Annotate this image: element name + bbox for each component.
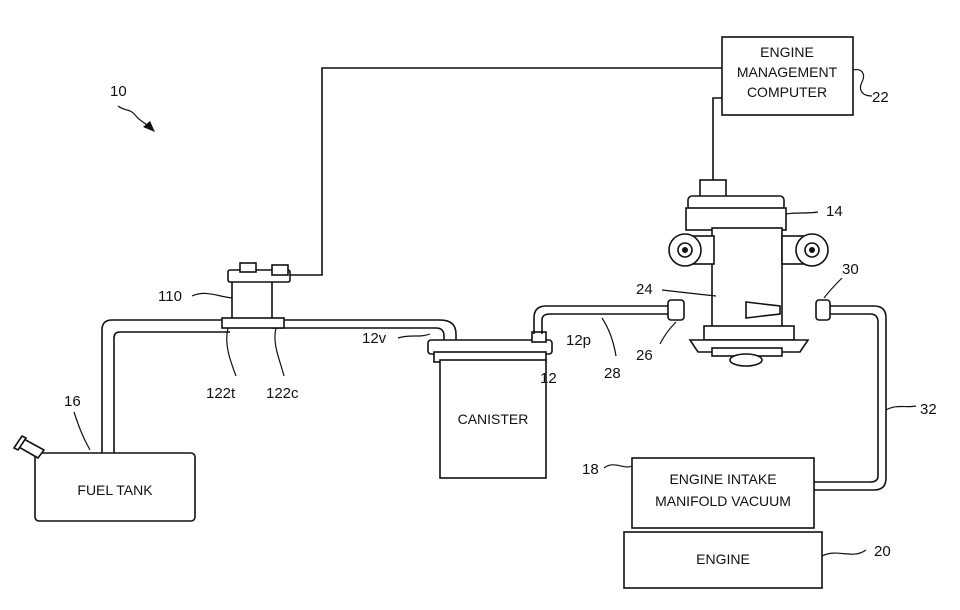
ref-26: 26	[636, 347, 653, 364]
canister-box	[439, 359, 547, 479]
ref-122c-leader	[274, 327, 285, 377]
purge-inlet-fitting	[667, 299, 685, 321]
emc-label-line2: MANAGEMENT	[737, 64, 838, 80]
canister-cap	[427, 339, 553, 363]
fuel-filler-neck	[12, 434, 46, 460]
ref-26-leader	[659, 321, 677, 345]
fuel-tank-box	[34, 452, 196, 522]
tank-isolation-valve	[221, 262, 291, 329]
intake-label-line1: ENGINE INTAKE	[669, 471, 776, 487]
ref-122t-leader	[226, 327, 237, 377]
outlet-to-manifold-tube-inner	[814, 313, 879, 483]
ref-20: 20	[874, 543, 891, 560]
tank-to-valve-tube-inner	[113, 331, 230, 453]
ref-18: 18	[582, 461, 599, 478]
purge-port	[531, 331, 547, 343]
canister-to-purge-tube-inner	[541, 313, 672, 334]
purge-outlet-fitting	[815, 299, 831, 321]
ref-14: 14	[826, 203, 843, 220]
ref-12p: 12p	[566, 332, 591, 349]
engine-box	[623, 531, 823, 589]
ref-32: 32	[920, 401, 937, 418]
ref-110: 110	[158, 288, 182, 305]
valve-to-canister-tube	[272, 319, 457, 340]
canister-to-purge-tube	[533, 305, 672, 334]
ref-24: 24	[636, 281, 653, 298]
engine-management-computer-box	[721, 36, 854, 116]
ref-16: 16	[64, 393, 81, 410]
figure-ref-arrowhead	[143, 121, 155, 132]
ref-18-leader	[603, 464, 633, 469]
ref-14-leader	[785, 211, 819, 215]
ref-20-leader	[821, 549, 867, 557]
ref-110-leader	[191, 292, 233, 299]
ref-12v: 12v	[362, 330, 387, 347]
ref-30-leader	[823, 277, 843, 299]
emc-to-valve-wire	[290, 67, 722, 276]
ref-24-leader	[661, 289, 717, 297]
purge-valve	[668, 179, 829, 367]
ref-28: 28	[604, 365, 621, 382]
outlet-to-manifold-tube	[814, 305, 887, 491]
tank-to-valve-tube	[101, 319, 230, 453]
fuel-tank-label: FUEL TANK	[77, 482, 153, 498]
ref-122t: 122t	[206, 385, 236, 402]
valve-to-canister-tube-inner	[272, 327, 445, 340]
ref-16-leader	[73, 411, 91, 451]
ref-122c: 122c	[266, 385, 299, 402]
ref-28-leader	[601, 317, 617, 357]
ref-12v-leader	[397, 333, 431, 339]
figure-ref-10: 10	[110, 83, 127, 100]
ref-22-leader	[852, 69, 873, 97]
ref-22: 22	[872, 89, 889, 106]
intake-manifold-box	[631, 457, 815, 529]
engine-label: ENGINE	[696, 551, 750, 567]
intake-label-line2: MANIFOLD VACUUM	[655, 493, 791, 509]
emc-label-line3: COMPUTER	[747, 84, 827, 100]
ref-30: 30	[842, 261, 859, 278]
ref-32-leader	[885, 405, 917, 411]
emc-label-line1: ENGINE	[760, 44, 814, 60]
ref-12: 12	[540, 370, 557, 387]
canister-label: CANISTER	[458, 411, 529, 427]
